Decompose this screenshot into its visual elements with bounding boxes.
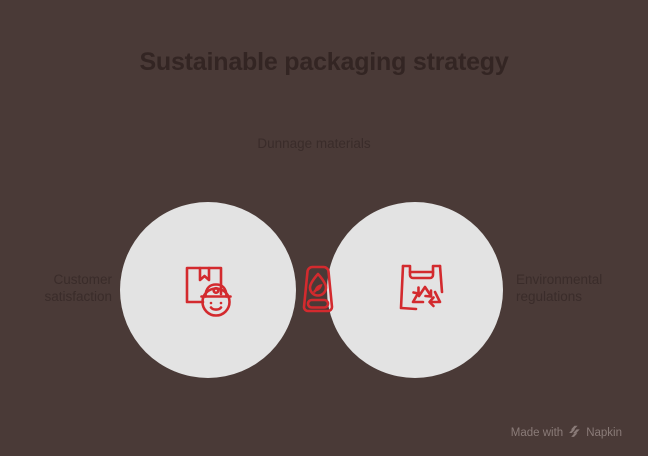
footer-brand-label: Napkin — [586, 427, 622, 439]
venn-circle-right[interactable] — [327, 202, 503, 378]
venn-label-right-line1: Environmental — [516, 272, 603, 287]
venn-label-left: Customer satisfaction — [0, 271, 112, 305]
venn-label-intersection: Dunnage materials — [257, 136, 371, 151]
venn-label-right: Environmental regulations — [516, 271, 646, 305]
venn-label-left-line2: satisfaction — [44, 289, 112, 304]
made-with-napkin-footer[interactable]: Made with Napkin — [511, 425, 622, 441]
eco-droplet-package-icon — [287, 258, 349, 320]
recycling-bag-icon — [394, 256, 456, 318]
venn-label-right-line2: regulations — [516, 289, 583, 304]
page-title: Sustainable packaging strategy — [139, 48, 509, 76]
napkin-logo-icon — [568, 425, 581, 441]
footer-made-with-label: Made with — [510, 427, 564, 439]
venn-label-left-line1: Customer — [53, 272, 112, 287]
delivery-box-courier-icon — [177, 258, 239, 320]
